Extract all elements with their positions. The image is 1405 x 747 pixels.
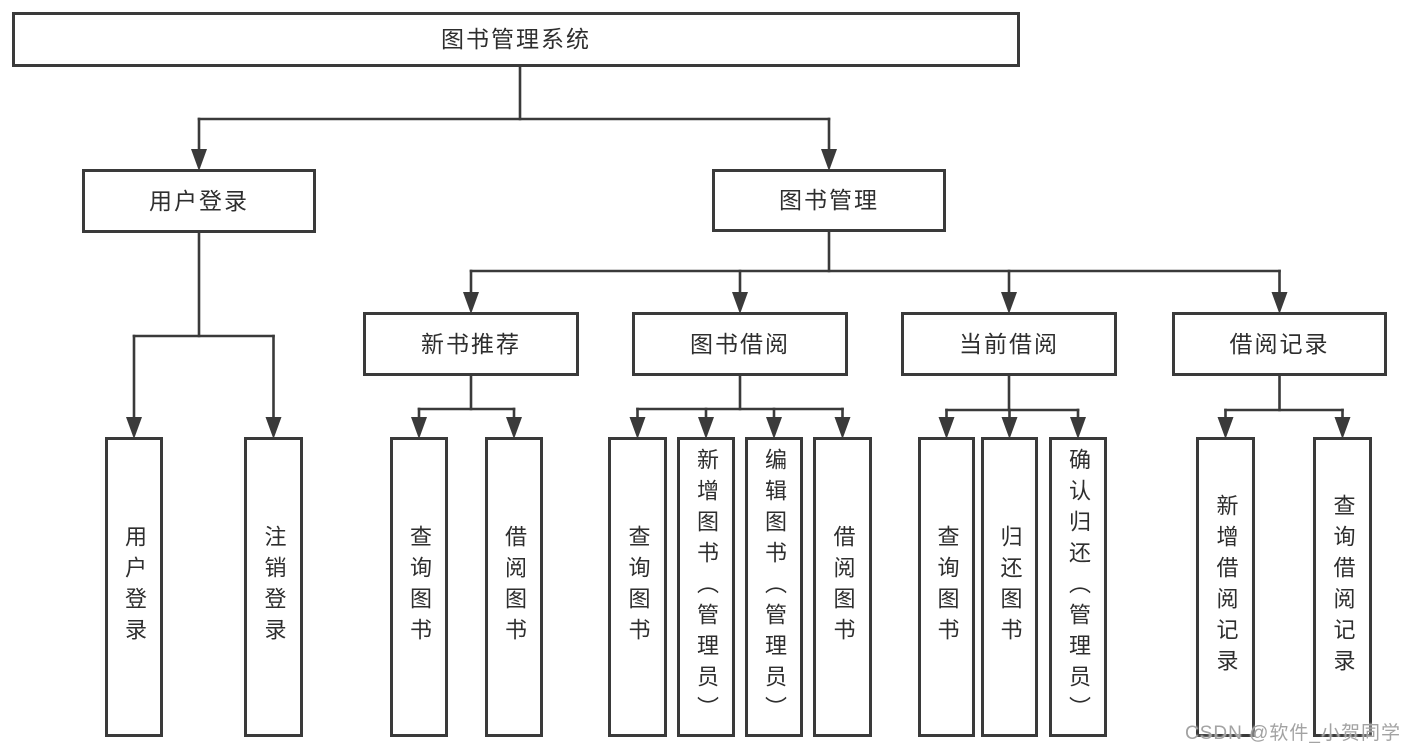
node-label-root: 图书管理系统 <box>441 26 591 52</box>
node-br-query-record: 查询借阅记录 <box>1313 437 1372 737</box>
node-current-borrowing: 当前借阅 <box>901 312 1117 376</box>
arrowhead-icon <box>732 292 748 314</box>
node-label-bb-edit-books-admin: 编辑图书（管理员） <box>762 447 787 727</box>
node-label-logout-leaf: 注销登录 <box>261 525 287 649</box>
node-label-cb-return-books: 归还图书 <box>997 525 1023 649</box>
arrowhead-icon <box>411 417 427 439</box>
node-book-borrowing: 图书借阅 <box>632 312 848 376</box>
node-label-br-query-record: 查询借阅记录 <box>1330 494 1356 680</box>
node-label-cb-confirm-return-admin: 确认归还（管理员） <box>1066 447 1091 727</box>
arrowhead-icon <box>1334 417 1351 439</box>
node-cb-return-books: 归还图书 <box>981 437 1038 737</box>
node-bb-add-books-admin: 新增图书（管理员） <box>677 437 735 737</box>
node-label-book-borrowing: 图书借阅 <box>690 330 790 357</box>
arrowhead-icon <box>1001 417 1018 439</box>
node-user-login: 用户登录 <box>82 169 316 233</box>
arrowhead-icon <box>463 292 479 314</box>
node-bb-query-books: 查询图书 <box>608 437 667 737</box>
node-label-bb-add-books-admin: 新增图书（管理员） <box>694 447 719 727</box>
arrowhead-icon <box>698 417 714 439</box>
node-cb-confirm-return-admin: 确认归还（管理员） <box>1049 437 1107 737</box>
watermark: CSDN @软件_小贺同学 <box>1185 723 1401 744</box>
arrowhead-icon <box>834 417 851 439</box>
node-label-cb-query-books: 查询图书 <box>934 525 960 649</box>
node-bb-edit-books-admin: 编辑图书（管理员） <box>745 437 803 737</box>
node-nbr-borrow-books: 借阅图书 <box>485 437 543 737</box>
node-label-current-borrowing: 当前借阅 <box>959 330 1059 357</box>
node-label-br-add-record: 新增借阅记录 <box>1213 494 1239 680</box>
node-label-new-book-recommend: 新书推荐 <box>421 330 521 357</box>
node-label-user-login-leaf: 用户登录 <box>122 525 147 649</box>
node-nbr-query-books: 查询图书 <box>390 437 448 737</box>
arrowhead-icon <box>629 417 646 439</box>
node-new-book-recommend: 新书推荐 <box>363 312 579 376</box>
arrowhead-icon <box>1217 417 1234 439</box>
arrowhead-icon <box>1070 417 1086 439</box>
node-label-nbr-borrow-books: 借阅图书 <box>502 525 527 649</box>
node-label-nbr-query-books: 查询图书 <box>407 525 432 649</box>
arrowhead-icon <box>1001 292 1017 314</box>
node-label-book-management: 图书管理 <box>779 187 879 213</box>
node-cb-query-books: 查询图书 <box>918 437 975 737</box>
node-label-bb-query-books: 查询图书 <box>625 525 651 649</box>
node-user-login-leaf: 用户登录 <box>105 437 163 737</box>
node-logout-leaf: 注销登录 <box>244 437 303 737</box>
arrowhead-icon <box>126 417 142 439</box>
node-br-add-record: 新增借阅记录 <box>1196 437 1255 737</box>
node-label-user-login: 用户登录 <box>149 187 249 214</box>
node-book-management: 图书管理 <box>712 169 946 232</box>
arrowhead-icon <box>938 417 955 439</box>
node-label-borrow-records: 借阅记录 <box>1229 330 1330 357</box>
arrowhead-icon <box>506 417 522 439</box>
arrowhead-icon <box>766 417 782 439</box>
arrowhead-icon <box>265 417 282 439</box>
node-root: 图书管理系统 <box>12 12 1020 67</box>
arrowhead-icon <box>1271 292 1288 314</box>
node-borrow-records: 借阅记录 <box>1172 312 1387 376</box>
node-label-bb-borrow-books: 借阅图书 <box>830 525 856 649</box>
arrowhead-icon <box>191 149 207 171</box>
node-bb-borrow-books: 借阅图书 <box>813 437 872 737</box>
arrowhead-icon <box>821 149 837 171</box>
